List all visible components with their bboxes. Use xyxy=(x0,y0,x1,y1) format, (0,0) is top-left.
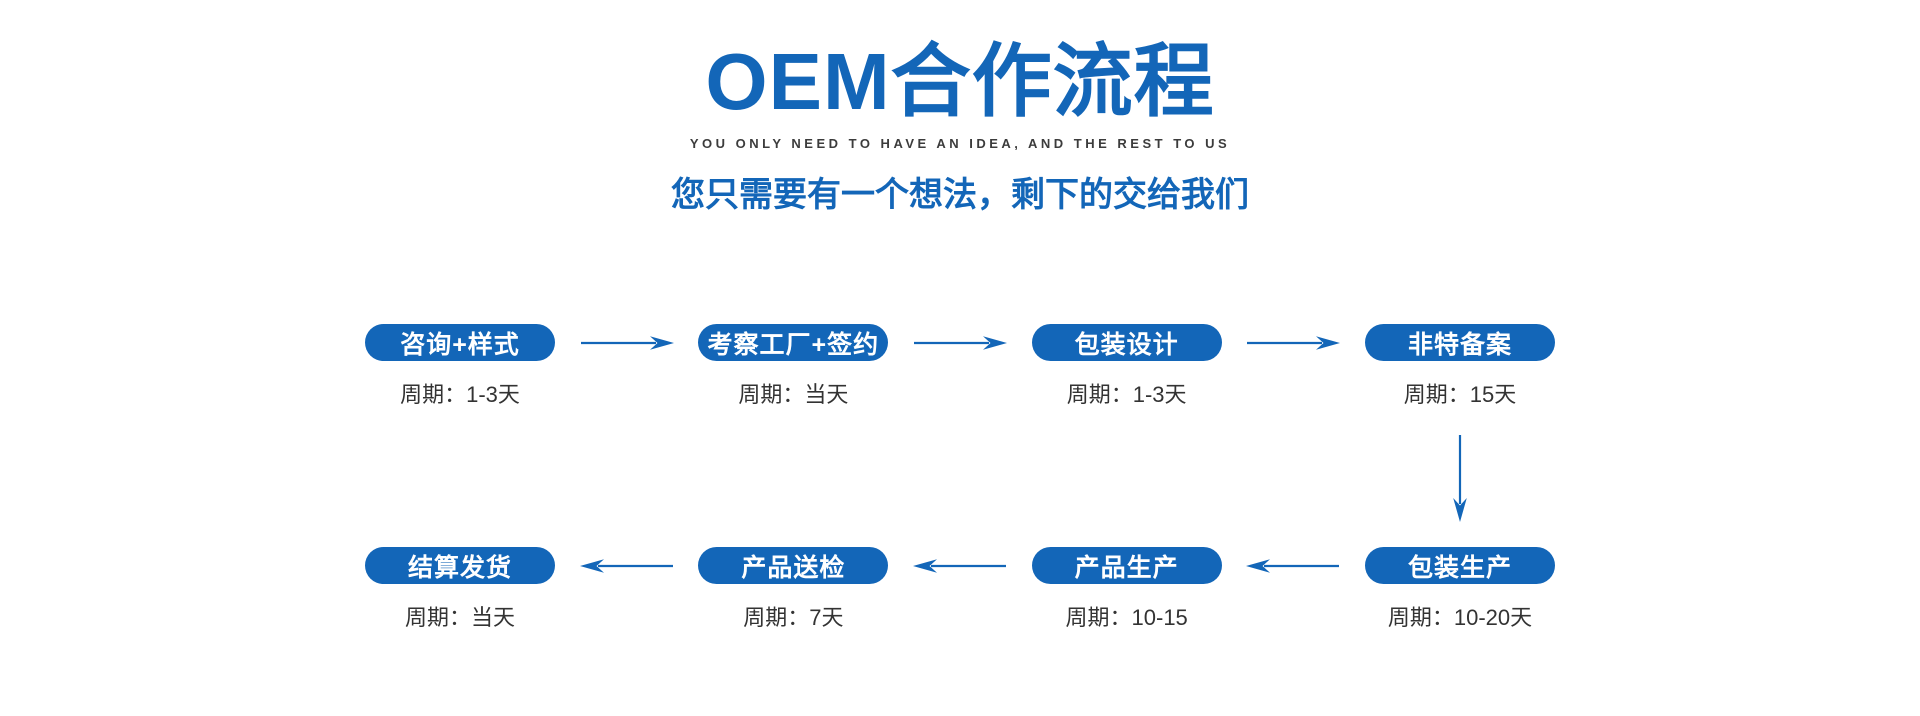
process-flow: 咨询+样式 周期：1-3天 考察工厂+签约 周期：当天 包装设计 周期：1-3天… xyxy=(365,324,1555,632)
step-pill: 结算发货 xyxy=(365,547,555,584)
arrow-left-icon xyxy=(888,547,1031,584)
header: OEM合作流程 YOU ONLY NEED TO HAVE AN IDEA, A… xyxy=(0,0,1920,216)
step-pill: 产品生产 xyxy=(1031,547,1222,584)
step-pill: 非特备案 xyxy=(1364,324,1555,361)
step-product-inspection: 产品送检 周期：7天 xyxy=(698,547,889,632)
step-non-special-filing: 非特备案 周期：15天 xyxy=(1364,324,1555,409)
step-cycle-label: 周期：10-15 xyxy=(1065,605,1188,630)
subtitle-chinese: 您只需要有一个想法，剩下的交给我们 xyxy=(671,176,1249,214)
step-pill: 包装生产 xyxy=(1364,547,1555,584)
step-consult-sample: 咨询+样式 周期：1-3天 xyxy=(365,324,555,409)
arrow-right-icon xyxy=(555,324,698,361)
step-cycle-label: 周期：当天 xyxy=(738,382,849,407)
arrow-down-icon xyxy=(1365,409,1555,547)
page-title: OEM合作流程 xyxy=(705,37,1215,126)
step-package-design: 包装设计 周期：1-3天 xyxy=(1031,324,1222,409)
step-cycle-label: 周期：当天 xyxy=(404,605,515,630)
step-settle-ship: 结算发货 周期：当天 xyxy=(365,547,555,632)
subtitle-english: YOU ONLY NEED TO HAVE AN IDEA, AND THE R… xyxy=(689,136,1231,151)
arrow-left-icon xyxy=(555,547,698,584)
step-product-production: 产品生产 周期：10-15 xyxy=(1031,547,1222,632)
step-factory-sign: 考察工厂+签约 周期：当天 xyxy=(698,324,889,409)
arrow-right-icon xyxy=(1222,324,1365,361)
arrow-right-icon xyxy=(888,324,1031,361)
step-cycle-label: 周期：10-20天 xyxy=(1387,605,1533,630)
step-cycle-label: 周期：1-3天 xyxy=(400,382,520,407)
step-cycle-label: 周期：1-3天 xyxy=(1066,382,1187,407)
step-pill: 产品送检 xyxy=(698,547,889,584)
arrow-left-icon xyxy=(1222,547,1365,584)
step-pill: 包装设计 xyxy=(1031,324,1222,361)
step-cycle-label: 周期：7天 xyxy=(743,605,844,630)
step-package-production: 包装生产 周期：10-20天 xyxy=(1364,547,1555,632)
step-pill: 考察工厂+签约 xyxy=(698,324,889,361)
step-pill: 咨询+样式 xyxy=(365,324,555,361)
step-cycle-label: 周期：15天 xyxy=(1403,382,1517,407)
